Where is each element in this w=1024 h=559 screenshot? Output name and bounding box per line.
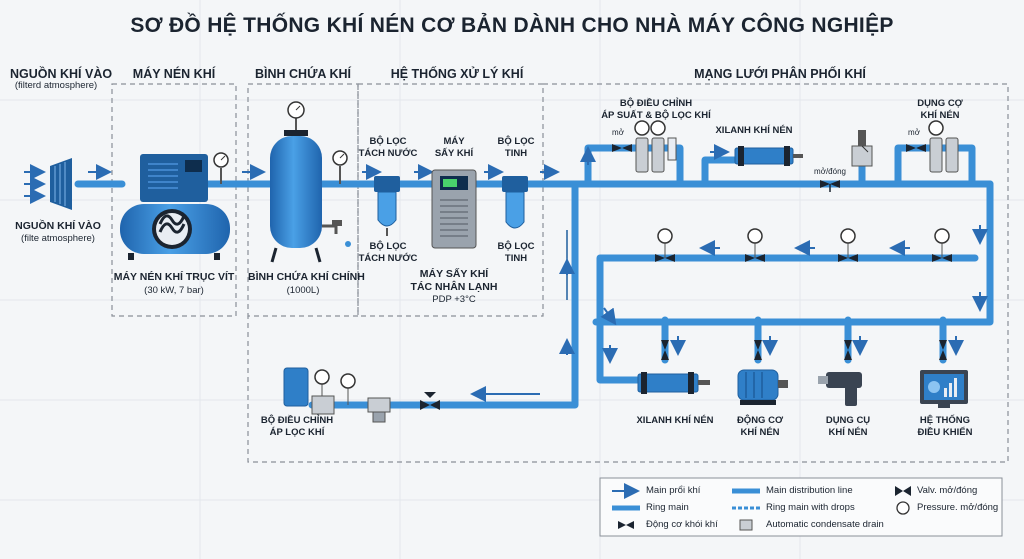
tank-spec: (1000L): [286, 285, 320, 296]
tool-top-label-2: KHÍ NÉN: [920, 110, 960, 121]
intake-sublabel: (filte atmosphere): [21, 233, 95, 244]
ring-main: [592, 180, 994, 326]
intake-label: NGUỒN KHÍ VÀO: [15, 220, 101, 232]
frl-top-icon: [612, 120, 677, 173]
air-motor-icon: [737, 369, 788, 405]
tank-label: BÌNH CHỨA KHÍ CHÍNH: [248, 271, 365, 283]
tool-open-label: mở: [908, 128, 920, 137]
dryer-bottom-label-1: MÁY SẤY KHÍ: [419, 268, 489, 280]
fine-filter-top-label-1: BỘ LỌC: [497, 136, 535, 147]
flow-arrows: [24, 144, 988, 402]
control-system-icon: [920, 370, 968, 408]
compressor-spec: (30 kW, 7 bar): [144, 285, 204, 296]
compressor-label: MÁY NÉN KHÍ TRỤC VÍT: [113, 271, 235, 283]
compressor-gauge: [213, 152, 229, 184]
legend-main-distribution: Main distribution line: [766, 485, 853, 496]
compressor-heading: MÁY NÉN KHÍ: [132, 67, 216, 81]
tank-section-box: [247, 83, 359, 317]
legend-main-flow: Main prổi khí: [646, 485, 701, 496]
air-receiver-tank-icon: [270, 101, 351, 263]
source-heading: NGUỒN KHÍ VÀO: [10, 67, 113, 81]
diagram-title: SƠ ĐỒ HỆ THỐNG KHÍ NÉN CƠ BẢN DÀNH CHO N…: [130, 14, 894, 37]
network-section-box: [247, 83, 1009, 463]
treatment-heading: HỆ THỐNG XỬ LÝ KHÍ: [390, 67, 524, 81]
fine-filter-bottom-label-1: BỘ LỌC: [497, 241, 535, 252]
source-subheading: (filterd atmosphere): [14, 80, 98, 91]
cyl-top-branch: [701, 156, 739, 188]
legend-drain: Automatic condensate drain: [766, 519, 884, 530]
dryer-spec: PDP +3°C: [432, 294, 476, 305]
legend-ring-drops: Ring main with drops: [766, 502, 855, 513]
treatment-section-box: [357, 83, 544, 317]
separator-bottom-label-1: BỘ LỌC: [369, 241, 407, 252]
tool-top-label-1: DỤNG CỢ: [917, 98, 963, 109]
frl-top-branch: [584, 144, 684, 188]
cylinder-top-label: XILANH KHÍ NÉN: [715, 125, 793, 136]
fine-filter-bottom-label-2: TINH: [504, 253, 528, 264]
cylinder-bottom-icon: [637, 372, 710, 394]
motor-label-2: KHÍ NÉN: [740, 427, 780, 438]
separator-top-label-1: BỘ LỌC: [369, 136, 407, 147]
network-heading: MẠNG LƯỚI PHÂN PHỐI KHÍ: [694, 67, 866, 81]
cylinder-bottom-label: XILANH KHÍ NÉN: [636, 415, 714, 426]
dryer-top-label-1: MÁY: [443, 136, 465, 147]
dryer-top-label-2: SẤY KHÍ: [434, 148, 474, 159]
control-label-2: ĐIỀU KHIỂN: [917, 427, 973, 438]
drop-valves: [661, 340, 947, 360]
dryer-bottom-label-2: TÁC NHÂN LẠNH: [410, 281, 498, 293]
cylinder-top-icon: [734, 146, 803, 166]
tank-heading: BÌNH CHỨA KHÍ: [254, 67, 351, 81]
regulator-label-2: ÁP LỌC KHÍ: [269, 427, 325, 438]
small-valve-top: [820, 180, 840, 192]
tool-top-frl-icon: [906, 120, 959, 173]
pressure-regulator-top-icon: [851, 130, 873, 167]
inner-ring: [596, 254, 979, 384]
separator-top-label-2: TÁCH NƯỚC: [358, 148, 418, 159]
legend-motor-valve: Động cơ khói khí: [646, 519, 718, 530]
return-pipe: [308, 180, 579, 409]
fine-filter-top-label-2: TINH: [504, 148, 528, 159]
fine-filter-icon: [502, 176, 528, 229]
tool-bottom-label-1: DỤNG CỤ: [825, 415, 871, 426]
tool-bottom-label-2: KHÍ NÉN: [828, 427, 868, 438]
section-boxes: [111, 83, 1009, 463]
refrigerated-dryer-icon: [431, 169, 477, 249]
legend-pressure: Pressure. mở/đóng: [917, 502, 999, 513]
regulator-label-1: BỘ ĐIỀU CHỈNH: [260, 415, 334, 426]
frl-top-label-2: ÁP SUẤT & BỘ LỌC KHÍ: [601, 110, 711, 121]
small-valve-label: mở/đóng: [814, 167, 846, 176]
frl-open-label: mở: [612, 128, 624, 137]
motor-label-1: ĐỘNG CƠ: [736, 415, 784, 426]
bottom-regulator-icon: [283, 367, 440, 423]
intake-filter-icon: [50, 158, 72, 210]
legend-ring-main: Ring main: [646, 502, 689, 513]
screw-compressor-icon: [120, 154, 230, 260]
air-tool-icon: [818, 372, 862, 406]
legend-valve: Valv. mở/đóng: [917, 485, 978, 496]
frl-top-label-1: BỘ ĐIỀU CHỈNH: [619, 98, 693, 109]
ring-valves: [655, 228, 952, 262]
legend-box: [599, 477, 1003, 537]
separator-bottom-label-2: TÁCH NƯỚC: [358, 253, 418, 264]
control-label-1: HỆ THỐNG: [919, 415, 971, 426]
compressor-section-box: [111, 83, 237, 317]
water-separator-icon: [374, 176, 400, 236]
tank-gauge: [332, 150, 348, 184]
